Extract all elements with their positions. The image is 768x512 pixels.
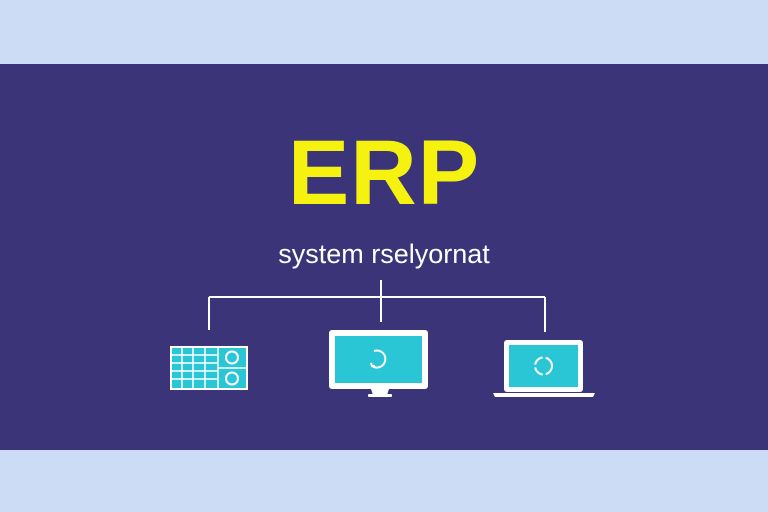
desktop-monitor-icon <box>329 330 428 397</box>
erp-title: ERP <box>287 122 481 224</box>
erp-subtitle: system rselyornat <box>278 239 490 269</box>
laptop-icon <box>493 340 595 397</box>
connector-lines <box>208 280 546 332</box>
server-rack-icon <box>170 346 248 390</box>
